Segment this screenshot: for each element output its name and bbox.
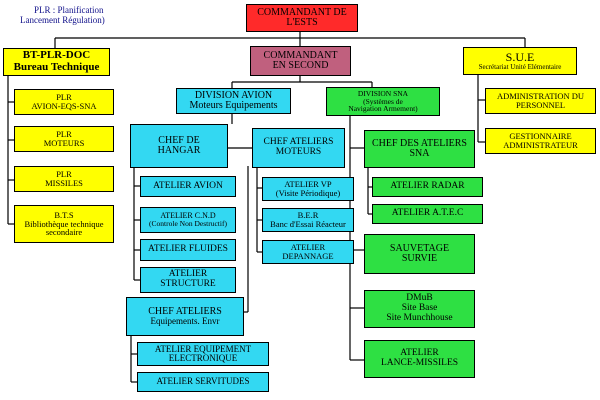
- node-label: MISSILES: [45, 178, 83, 188]
- node-dmub: DMuB Site Base Site Munchhouse: [364, 290, 475, 328]
- node-label: LANCE-MISSILES: [380, 358, 459, 368]
- node-label: HANGAR: [157, 145, 201, 156]
- node-label: B.T.S: [54, 209, 74, 220]
- node-label: Bureau Technique: [13, 61, 100, 73]
- node-label: AVION-EQS-SNA: [31, 101, 97, 111]
- node-atelier-depannage: ATELIER DEPANNAGE: [262, 240, 354, 264]
- node-label: Bibliothèque technique: [24, 218, 104, 229]
- node-label: ATELIER RADAR: [390, 181, 465, 192]
- node-label: CHEF DE: [158, 134, 200, 146]
- node-plr-missiles: PLR MISSILES: [14, 166, 114, 192]
- node-sauvetage-survie: SAUVETAGE SURVIE: [364, 234, 475, 274]
- node-chef-hangar: CHEF DE HANGAR: [130, 124, 228, 168]
- node-label: ATELIER VP: [284, 179, 332, 190]
- node-label: PLR: [56, 129, 72, 140]
- node-label: STRUCTURE: [160, 279, 216, 289]
- node-atelier-servitudes: ATELIER SERVITUDES: [137, 372, 269, 392]
- node-label: ATELIER: [400, 348, 439, 359]
- node-label: ATELIER: [290, 242, 326, 253]
- node-plr-avion: PLR AVION-EQS-SNA: [14, 89, 114, 115]
- note-line-1: PLR : Planification: [34, 5, 104, 15]
- node-label: ATELIER A.T.E.C: [391, 208, 464, 219]
- node-label: MOTEURS: [275, 147, 322, 157]
- node-division-avion: DIVISION AVION Moteurs Equipements: [176, 88, 291, 114]
- node-label: Navigation Armement): [348, 104, 418, 114]
- node-chef-ateliers-sna: CHEF DES ATELIERS SNA: [364, 130, 475, 168]
- node-label: (Controle Non Destructif): [149, 219, 227, 229]
- node-label: ATELIER AVION: [153, 180, 223, 191]
- node-bts: B.T.S Bibliothèque technique secondaire: [14, 205, 114, 243]
- node-label: CHEF ATELIERS: [148, 305, 222, 317]
- node-label: ATELIER EQUIPEMENT: [154, 343, 252, 354]
- node-label: ATELIER SERVITUDES: [156, 376, 250, 387]
- node-label: SURVIE: [401, 253, 438, 264]
- note-line-2: Lancement Régulation): [20, 14, 105, 25]
- node-atelier-avion: ATELIER AVION: [140, 176, 236, 197]
- node-division-sna: DIVISION SNA (Systèmes de Navigation Arm…: [326, 87, 440, 116]
- node-label: ATELIER: [168, 269, 208, 280]
- node-label: B.E.R: [297, 210, 319, 221]
- node-lance-missiles: ATELIER LANCE-MISSILES: [364, 340, 475, 378]
- node-label: PLR: [56, 92, 72, 103]
- node-label: Site Base: [401, 303, 438, 314]
- node-label: CHEF ATELIERS: [263, 137, 334, 148]
- node-label: EN SECOND: [272, 60, 329, 71]
- node-administration-personnel: ADMINISTRATION DU PERSONNEL: [485, 88, 596, 114]
- node-label: DIVISION SNA: [357, 88, 409, 98]
- node-label: (Systèmes de: [363, 96, 403, 106]
- plr-legend-note: PLR : Planification Lancement Régulation…: [20, 5, 105, 26]
- node-label: COMMANDANT: [263, 49, 338, 61]
- node-label: secondaire: [45, 227, 83, 238]
- node-commandant-ests: COMMANDANT DE L'ESTS: [246, 4, 358, 32]
- node-atelier-equipement-electronique: ATELIER EQUIPEMENT ELECTRONIQUE: [137, 342, 269, 366]
- node-sue: S.U.E Secrétariat Unité Elémentaire: [463, 47, 577, 75]
- node-label: ADMINISTRATION DU: [496, 91, 585, 102]
- node-label: ATELIER C.N.D: [160, 210, 216, 220]
- node-label: DEPANNAGE: [282, 251, 334, 261]
- node-label: DMuB: [406, 293, 433, 304]
- node-label: ATELIER FLUIDES: [148, 244, 228, 255]
- node-label: Secrétariat Unité Elémentaire: [478, 62, 562, 71]
- node-label: Moteurs Equipements: [189, 100, 278, 111]
- node-label: ADMINISTRATEUR: [503, 140, 578, 150]
- node-label: Equipements. Envr: [150, 316, 220, 327]
- node-label: MOTEURS: [43, 138, 85, 148]
- node-gestionnaire: GESTIONNAIRE ADMINISTRATEUR: [485, 128, 596, 154]
- node-label: PLR: [56, 169, 72, 180]
- node-label: (Visite Périodique): [275, 188, 341, 198]
- node-label: DIVISION AVION: [194, 89, 273, 101]
- node-chef-ateliers-equipements: CHEF ATELIERS Equipements. Envr: [126, 297, 244, 336]
- node-label: SNA: [409, 148, 430, 159]
- node-label: ELECTRONIQUE: [168, 353, 238, 363]
- node-atelier-cnd: ATELIER C.N.D (Controle Non Destructif): [140, 207, 236, 233]
- node-label: Site Munchhouse: [386, 312, 453, 323]
- node-label: SAUVETAGE: [389, 242, 450, 254]
- node-bureau-technique: BT-PLR-DOC Bureau Technique: [3, 48, 110, 76]
- node-plr-moteurs: PLR MOTEURS: [14, 126, 114, 152]
- node-label: BT-PLR-DOC: [22, 49, 91, 62]
- node-label: CHEF DES ATELIERS: [371, 137, 467, 149]
- node-atelier-radar: ATELIER RADAR: [372, 177, 483, 197]
- node-label: Banc d'Essai Réacteur: [270, 219, 346, 229]
- node-label: GESTIONNAIRE: [509, 131, 572, 142]
- node-label: PERSONNEL: [515, 100, 566, 110]
- node-ber: B.E.R Banc d'Essai Réacteur: [262, 208, 354, 232]
- node-atelier-vp: ATELIER VP (Visite Périodique): [262, 177, 354, 201]
- node-atelier-fluides: ATELIER FLUIDES: [140, 239, 236, 261]
- node-label: COMMANDANT DE: [257, 6, 347, 18]
- node-atelier-atec: ATELIER A.T.E.C: [372, 204, 483, 224]
- node-label: S.U.E: [505, 50, 535, 65]
- node-atelier-structure: ATELIER STRUCTURE: [140, 267, 236, 293]
- node-commandant-second: COMMANDANT EN SECOND: [250, 46, 351, 76]
- node-chef-ateliers-moteurs: CHEF ATELIERS MOTEURS: [252, 128, 345, 168]
- node-label: L'ESTS: [286, 17, 318, 28]
